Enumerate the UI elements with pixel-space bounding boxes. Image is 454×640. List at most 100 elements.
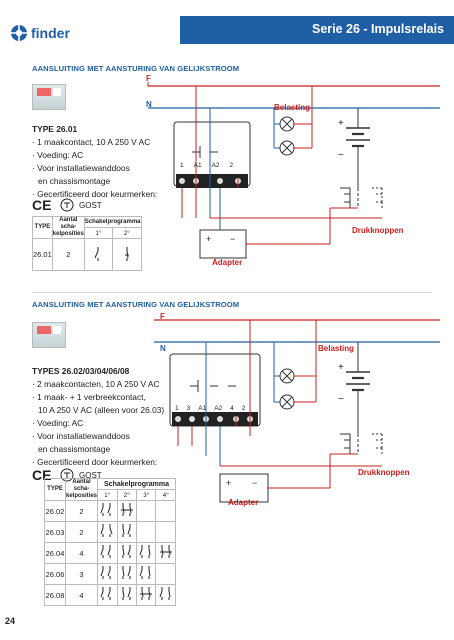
table-header-type: TYPE [32,216,53,239]
table-cell-type: 26.02 [44,500,66,522]
switch-pair-closed-icon [116,500,137,522]
table-cell-empty [135,521,157,543]
spec-item: · 1 maak- + 1 verbreekcontact, [32,392,146,402]
switch-pair-closed-icon [116,521,137,543]
load-label: Belasting [318,344,355,353]
table-header-positions: Aantal scha-kelposities [51,216,85,239]
table-cell-positions: 3 [64,563,99,585]
certification-row-1: CE GOST [32,198,102,212]
terminal-label: 2 [229,162,234,169]
svg-text:−: − [230,234,235,244]
terminal-label: A2 [211,162,220,169]
table-cell-type: 26.01 [32,238,53,271]
terminal-label: A2 [214,405,223,412]
switch-open-icon [83,238,114,271]
adapter-label: Adapter [228,498,259,507]
table-cell-type: 26.03 [44,521,66,543]
page-number: 24 [5,616,16,626]
spec-list-1: · 1 maakcontact, 10 A 250 V AC · Voeding… [32,136,157,201]
switch-pair-mixed-icon [116,584,137,606]
spec-item: · Voor installatiewanddoos [32,163,130,173]
gost-label: GOST [79,200,102,210]
switch-pair-closed-icon [135,584,157,606]
header-bar [0,0,454,44]
terminal-label: 4 [230,405,234,412]
svg-text:−: − [338,394,344,405]
switch-pair-mixed-icon [135,542,157,564]
svg-text:−: − [252,478,257,488]
switch-pair-closed-icon [155,542,176,564]
terminal-label: 2 [241,405,246,412]
finder-logo: finder [10,24,70,42]
spec-list-2: · 2 maakcontacten, 10 A 250 V AC · 1 maa… [32,378,164,469]
table-subheader: 2° [112,227,142,239]
table-cell-type: 26.08 [44,584,66,606]
approval-circle-icon [60,198,74,212]
wiring-diagram-2: + − + − [154,319,440,503]
table-header-type: TYPE [44,478,66,501]
svg-text:+: + [206,234,211,244]
terminal-label: A1 [198,405,207,412]
push-buttons-label: Drukknoppen [358,468,410,477]
wiring-diagram-1: + − + − [147,82,440,259]
table-header-program: Schakelprogramma [83,216,142,228]
svg-text:−: − [338,150,344,161]
svg-text:CE: CE [32,198,51,212]
switch-pair-open-icon [97,542,118,564]
switch-pair-open-icon [97,521,118,543]
spec-item: · 1 maakcontact, 10 A 250 V AC [32,137,151,147]
series-band [180,16,454,44]
switch-pair-mixed-icon [116,542,137,564]
terminal-label: 1 [175,405,179,412]
section2-title: AANSLUITING MET AANSTURING VAN GELIJKSTR… [32,300,240,309]
table-cell-positions: 4 [64,542,99,564]
table-subheader: 1° [83,227,114,239]
table-subheader: 1° [97,489,118,501]
phase-label-f: F [146,74,151,83]
relay-photo-26-01 [32,84,66,110]
switch-pair-open-icon [97,563,118,585]
table-cell-positions: 4 [64,584,99,606]
svg-text:+: + [338,118,344,129]
svg-text:+: + [338,362,344,373]
spec-item: · Voor installatiewanddoos [32,431,130,441]
table-cell-positions: 2 [51,238,85,271]
section1-title: AANSLUITING MET AANSTURING VAN GELIJKSTR… [32,64,240,73]
table-cell-type: 26.06 [44,563,66,585]
switch-pair-mixed-icon [135,563,157,585]
type-title-26-01: TYPE 26.01 [32,124,78,134]
load-label: Belasting [274,103,311,112]
spec-item: · 2 maakcontacten, 10 A 250 V AC [32,379,160,389]
adapter-label: Adapter [212,258,243,267]
brand-name: finder [31,25,70,41]
gost-label: GOST [79,470,102,480]
spec-item: en chassismontage [38,444,111,454]
terminal-labels-2: 1 3 A1 A2 4 2 [175,405,245,412]
switch-pair-open-icon [97,584,118,606]
table-cell-empty [155,563,176,585]
terminal-label: A1 [193,162,202,169]
table-cell-positions: 2 [64,521,99,543]
section-divider [32,292,432,293]
neutral-label-n: N [146,100,152,109]
spec-item: 10 A 250 V AC (alleen voor 26.03) [38,405,165,415]
table-subheader: 2° [116,489,137,501]
push-buttons-label: Drukknoppen [352,226,404,235]
type-title-26-02: TYPES 26.02/03/04/06/08 [32,366,130,376]
ce-mark-icon: CE [32,198,51,212]
table-cell-positions: 2 [64,500,99,522]
spec-item: · Gecertificeerd door keurmerken: [32,189,158,199]
switching-table-1: TYPE Aantal scha-kelposities Schakelprog… [32,216,142,271]
series-title: Serie 26 - Impulsrelais [311,22,444,36]
phase-label-f: F [160,312,165,321]
neutral-label-n: N [160,344,166,353]
switch-pair-open-icon [97,500,118,522]
spec-item: · Voeding: AC [32,150,84,160]
table-cell-empty [155,521,176,543]
table-cell-type: 26.04 [44,542,66,564]
spec-item: en chassismontage [38,176,111,186]
terminal-labels-1: 1 A1 A2 2 [180,162,233,169]
terminal-label: 1 [180,162,184,169]
svg-text:+: + [226,478,231,488]
spec-item: · Gecertificeerd door keurmerken: [32,457,158,467]
